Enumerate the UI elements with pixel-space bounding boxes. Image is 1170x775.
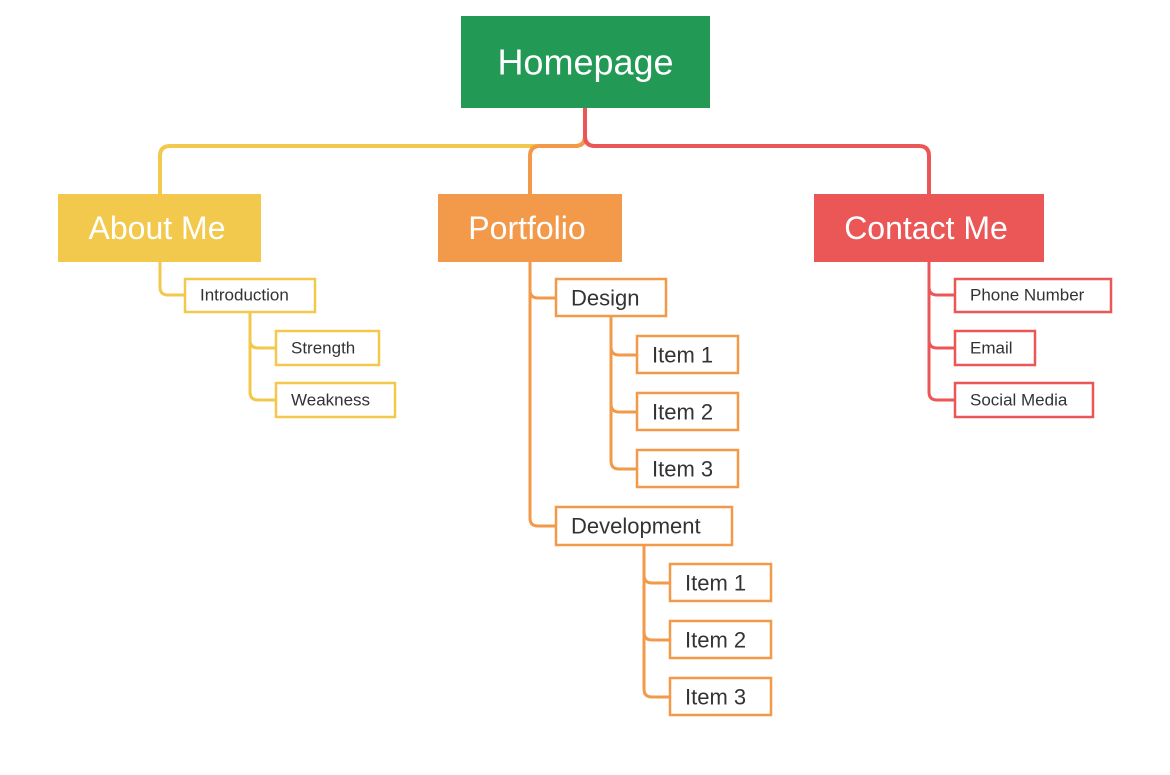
node-development-item-3[interactable]: Item 3 [668,676,773,717]
node-design-item-2[interactable]: Item 2 [635,391,740,432]
node-design-label: Design [571,286,639,311]
connector-design-item2 [609,347,637,414]
node-about-me-label: About Me [89,210,226,246]
connector-development-item3 [642,632,670,699]
node-phone-number-label: Phone Number [970,286,1085,305]
node-portfolio[interactable]: Portfolio [438,194,622,262]
node-contact-me[interactable]: Contact Me [814,194,1044,262]
node-introduction-label: Introduction [200,286,289,305]
node-development-item-2-label: Item 2 [685,628,746,653]
node-strength-label: Strength [291,339,355,358]
connector-design-item1 [609,316,637,357]
connector-introduction-weakness [248,340,276,402]
connector-introduction-strength [248,312,276,350]
node-design-item-2-label: Item 2 [652,400,713,425]
node-development-item-2[interactable]: Item 2 [668,619,773,660]
node-design[interactable]: Design [554,277,668,318]
node-social-media[interactable]: Social Media [953,381,1095,419]
node-design-item-1[interactable]: Item 1 [635,334,740,375]
node-development-item-3-label: Item 3 [685,685,746,710]
connector-development-item2 [642,575,670,642]
connector-portfolio-development [528,290,556,528]
node-contact-me-label: Contact Me [844,210,1008,246]
connector-portfolio-design [528,262,556,300]
node-introduction[interactable]: Introduction [183,277,317,314]
node-homepage-label: Homepage [497,42,673,83]
node-homepage[interactable]: Homepage [461,16,710,108]
node-portfolio-label: Portfolio [468,210,585,246]
node-weakness-label: Weakness [291,391,370,410]
node-strength[interactable]: Strength [274,329,381,367]
node-phone-number[interactable]: Phone Number [953,277,1113,314]
node-development-label: Development [571,514,701,539]
connector-contact-social [927,340,955,402]
node-development-item-1-label: Item 1 [685,571,746,596]
node-about-me[interactable]: About Me [58,194,261,262]
connector-design-item3 [609,404,637,471]
node-weakness[interactable]: Weakness [274,381,397,419]
node-development-item-1[interactable]: Item 1 [668,562,773,603]
connector-root-portfolio [528,106,587,196]
node-email-label: Email [970,339,1013,358]
node-development[interactable]: Development [554,505,734,547]
connector-root-about [158,106,587,196]
node-design-item-1-label: Item 1 [652,343,713,368]
node-design-item-3-label: Item 3 [652,457,713,482]
node-email[interactable]: Email [953,329,1037,367]
node-social-media-label: Social Media [970,391,1068,410]
connector-development-item1 [642,545,670,585]
connector-root-contact [583,106,931,196]
node-design-item-3[interactable]: Item 3 [635,448,740,489]
connector-about-introduction [158,262,185,297]
connector-contact-phone [927,262,955,297]
